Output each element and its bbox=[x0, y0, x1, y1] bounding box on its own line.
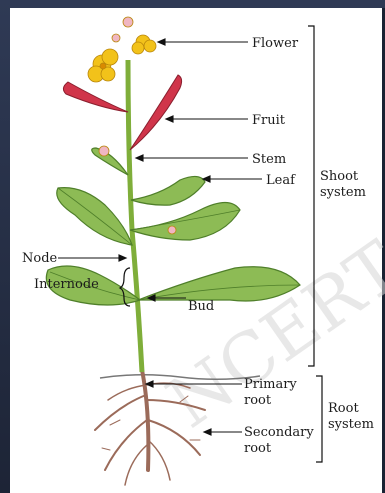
root-system-bracket bbox=[316, 376, 322, 462]
label-primary-root-line1: Primary bbox=[244, 377, 297, 392]
label-stem: Stem bbox=[252, 152, 286, 167]
label-fruit: Fruit bbox=[252, 113, 286, 128]
label-shoot-system-line2: system bbox=[320, 185, 366, 200]
fruits-drawing bbox=[63, 75, 181, 150]
label-bud: Bud bbox=[188, 299, 214, 314]
label-internode: Internode bbox=[34, 277, 99, 292]
label-root-system-line1: Root bbox=[328, 401, 359, 416]
label-leaf: Leaf bbox=[266, 173, 296, 188]
stem-drawing bbox=[128, 60, 142, 372]
label-secondary-root-line2: root bbox=[244, 441, 272, 456]
label-node: Node bbox=[22, 251, 58, 266]
label-root-system-line2: system bbox=[328, 417, 374, 432]
label-secondary-root-line1: Secondary bbox=[244, 425, 314, 440]
label-primary-root-line2: root bbox=[244, 393, 272, 408]
label-flower: Flower bbox=[252, 36, 299, 51]
label-shoot-system-line1: Shoot bbox=[320, 169, 359, 184]
